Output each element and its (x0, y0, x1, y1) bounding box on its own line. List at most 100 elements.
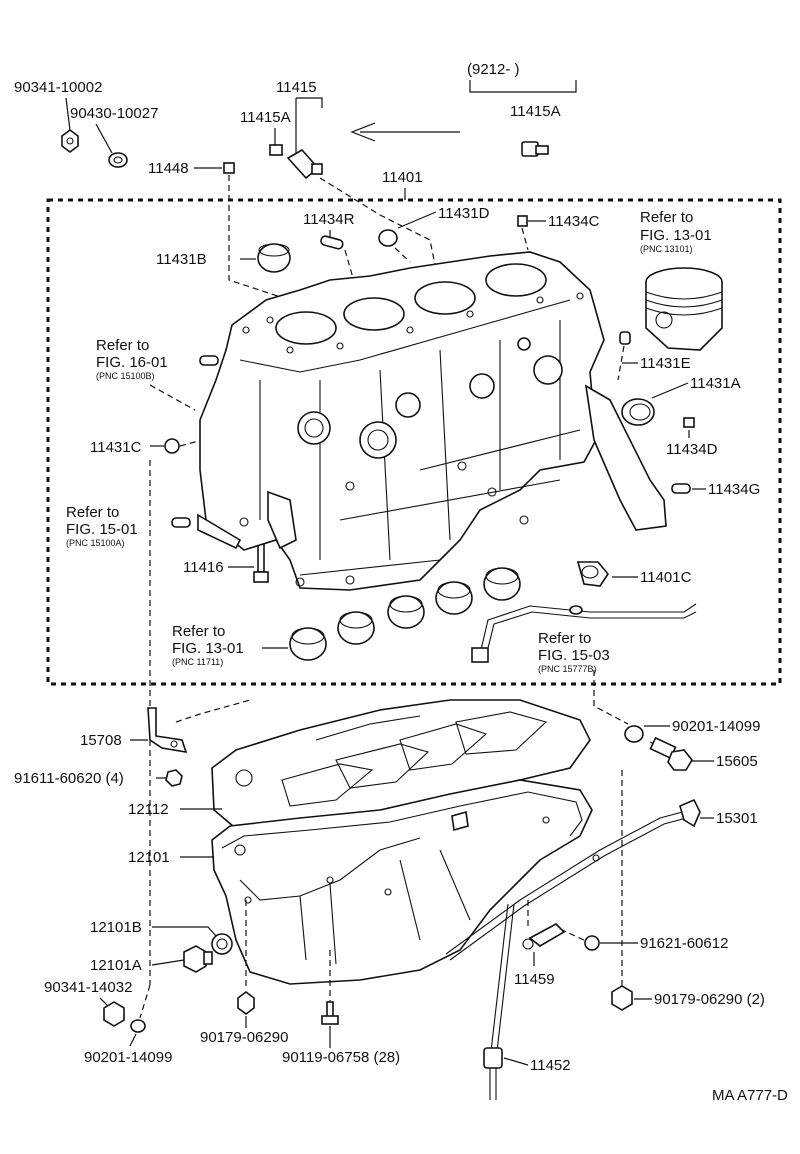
plug-12101A (183, 945, 213, 973)
clamp-11459 (522, 923, 566, 950)
plug-11448 (223, 162, 235, 174)
variant-bracket: (9212- ) 11415A (350, 61, 577, 157)
label-11415A: 11415A (240, 109, 291, 126)
label-91611-60620: 91611-60620 (4) (14, 770, 124, 787)
variant-bracket-line (469, 80, 577, 93)
label-90119-06758: 90119-06758 (28) (282, 1049, 400, 1066)
oil-strainer-pipe (471, 603, 697, 663)
dipstick-guide-15301 (445, 798, 701, 961)
replacement-arrow-head (350, 122, 376, 142)
label-11452: 11452 (530, 1057, 571, 1074)
dash-91621 (561, 929, 585, 941)
bearing-4 (435, 581, 473, 615)
dash-ref-1601 (149, 384, 196, 411)
variant-oil-pressure-switch (521, 141, 549, 157)
dash-11434C (521, 227, 529, 251)
label-15301: 15301 (716, 810, 758, 827)
ref-1503-line2: FIG. 15-03 (538, 647, 610, 664)
dipstick-11452 (483, 903, 515, 1100)
label-11401C: 11401C (640, 569, 692, 586)
label-90201-14099-bot: 90201-14099 (84, 1049, 172, 1066)
piston-illustration (645, 267, 723, 351)
leader-11415-branch (296, 97, 323, 108)
pin-11434G (671, 483, 691, 494)
label-90341-14032: 90341-14032 (44, 979, 132, 996)
dash-11415 (319, 177, 436, 266)
label-90179-06290: 90179-06290 (200, 1029, 288, 1046)
drain-plug-15605 (649, 736, 693, 771)
variant-part-label: 11415A (510, 103, 561, 120)
label-11401: 11401 (382, 169, 423, 186)
diagram-code: MA A777-D (712, 1087, 788, 1104)
sensor-11401C (576, 561, 609, 587)
label-11416: 11416 (183, 559, 224, 576)
ref-1501-line1: Refer to (66, 504, 119, 521)
leader-90201-14099-bot (129, 1033, 137, 1047)
nut-91611-60620 (165, 769, 183, 787)
label-11459: 11459 (514, 971, 555, 988)
bearing-1 (289, 627, 327, 661)
label-11431C: 11431C (90, 439, 142, 456)
bolt-90179-06290 (237, 991, 255, 1015)
ref-piston-line2: FIG. 13-01 (640, 227, 712, 244)
washer-90430-10027 (108, 152, 128, 168)
bearing-3 (387, 595, 425, 629)
dash-11448 (228, 175, 306, 306)
ref-fig13-01-piston: Refer to FIG. 13-01 (PNC 13101) (640, 209, 712, 254)
nut-90341-14032 (103, 1001, 125, 1027)
pin-11434R (320, 235, 344, 250)
oil-pan-12101 (211, 779, 593, 985)
plug-11431E (619, 331, 631, 345)
bracket-15708 (147, 707, 188, 754)
bearing-2 (337, 611, 375, 645)
dash-to-90201-top (593, 670, 629, 725)
label-90341-10002: 90341-10002 (14, 79, 102, 96)
ref-piston-line1: Refer to (640, 209, 693, 226)
label-11431E: 11431E (640, 355, 691, 372)
label-12101: 12101 (128, 849, 170, 866)
label-11431D: 11431D (438, 205, 490, 222)
label-11434G: 11434G (708, 481, 760, 498)
cylinder-block-11401 (197, 251, 667, 591)
plug-11431D (378, 229, 398, 247)
ref-1501-line2: FIG. 15-01 (66, 521, 138, 538)
leader-90341-10002 (65, 97, 71, 131)
label-11434C: 11434C (548, 213, 600, 230)
ref-fig13-01-bearing: Refer to FIG. 13-01 (PNC 11711) (172, 623, 244, 667)
label-11448: 11448 (148, 160, 189, 177)
dash-left-bottom (139, 984, 151, 1019)
ref-bearing-line2: FIG. 13-01 (172, 640, 244, 657)
ref-bearing-line1: Refer to (172, 623, 225, 640)
ref-1501-pnc: (PNC 15100A) (66, 538, 125, 548)
label-11431A: 11431A (690, 375, 741, 392)
nut-90341-10002 (61, 129, 79, 153)
ref-1601-line1: Refer to (96, 337, 149, 354)
ref-1503-pnc: (PNC 15777B) (538, 664, 597, 674)
ref-piston-pnc: (PNC 13101) (640, 244, 693, 254)
washer-90201-14099-top (624, 725, 644, 743)
pin-ref-1601 (199, 355, 219, 366)
oil-pressure-switch-11415 (269, 144, 323, 180)
leader-11431D (397, 211, 437, 229)
label-90179-06290-2: 90179-06290 (2) (654, 991, 765, 1008)
bearing-5 (483, 567, 521, 601)
gasket-12101B (211, 933, 233, 955)
pin-11434C (517, 215, 528, 227)
ref-bearing-pnc: (PNC 11711) (172, 657, 223, 667)
plug-11431C (164, 438, 180, 454)
ref-1601-pnc: (PNC 15100B) (96, 371, 155, 381)
leader-11431A (651, 382, 689, 399)
ref-1601-line2: FIG. 16-01 (96, 354, 168, 371)
ref-fig15-03: Refer to FIG. 15-03 (PNC 15777B) (538, 630, 610, 674)
leader-12101A (151, 959, 185, 966)
washer-90201-14099-bot (130, 1019, 146, 1033)
label-15708: 15708 (80, 732, 122, 749)
label-91621-60612: 91621-60612 (640, 935, 728, 952)
dash-15708 (175, 699, 251, 723)
bolt-90179-06290-2 (611, 985, 633, 1011)
label-90430-10027: 90430-10027 (70, 105, 158, 122)
label-11431B: 11431B (156, 251, 207, 268)
label-11415: 11415 (276, 79, 317, 96)
leader-90430-10027 (95, 123, 113, 154)
